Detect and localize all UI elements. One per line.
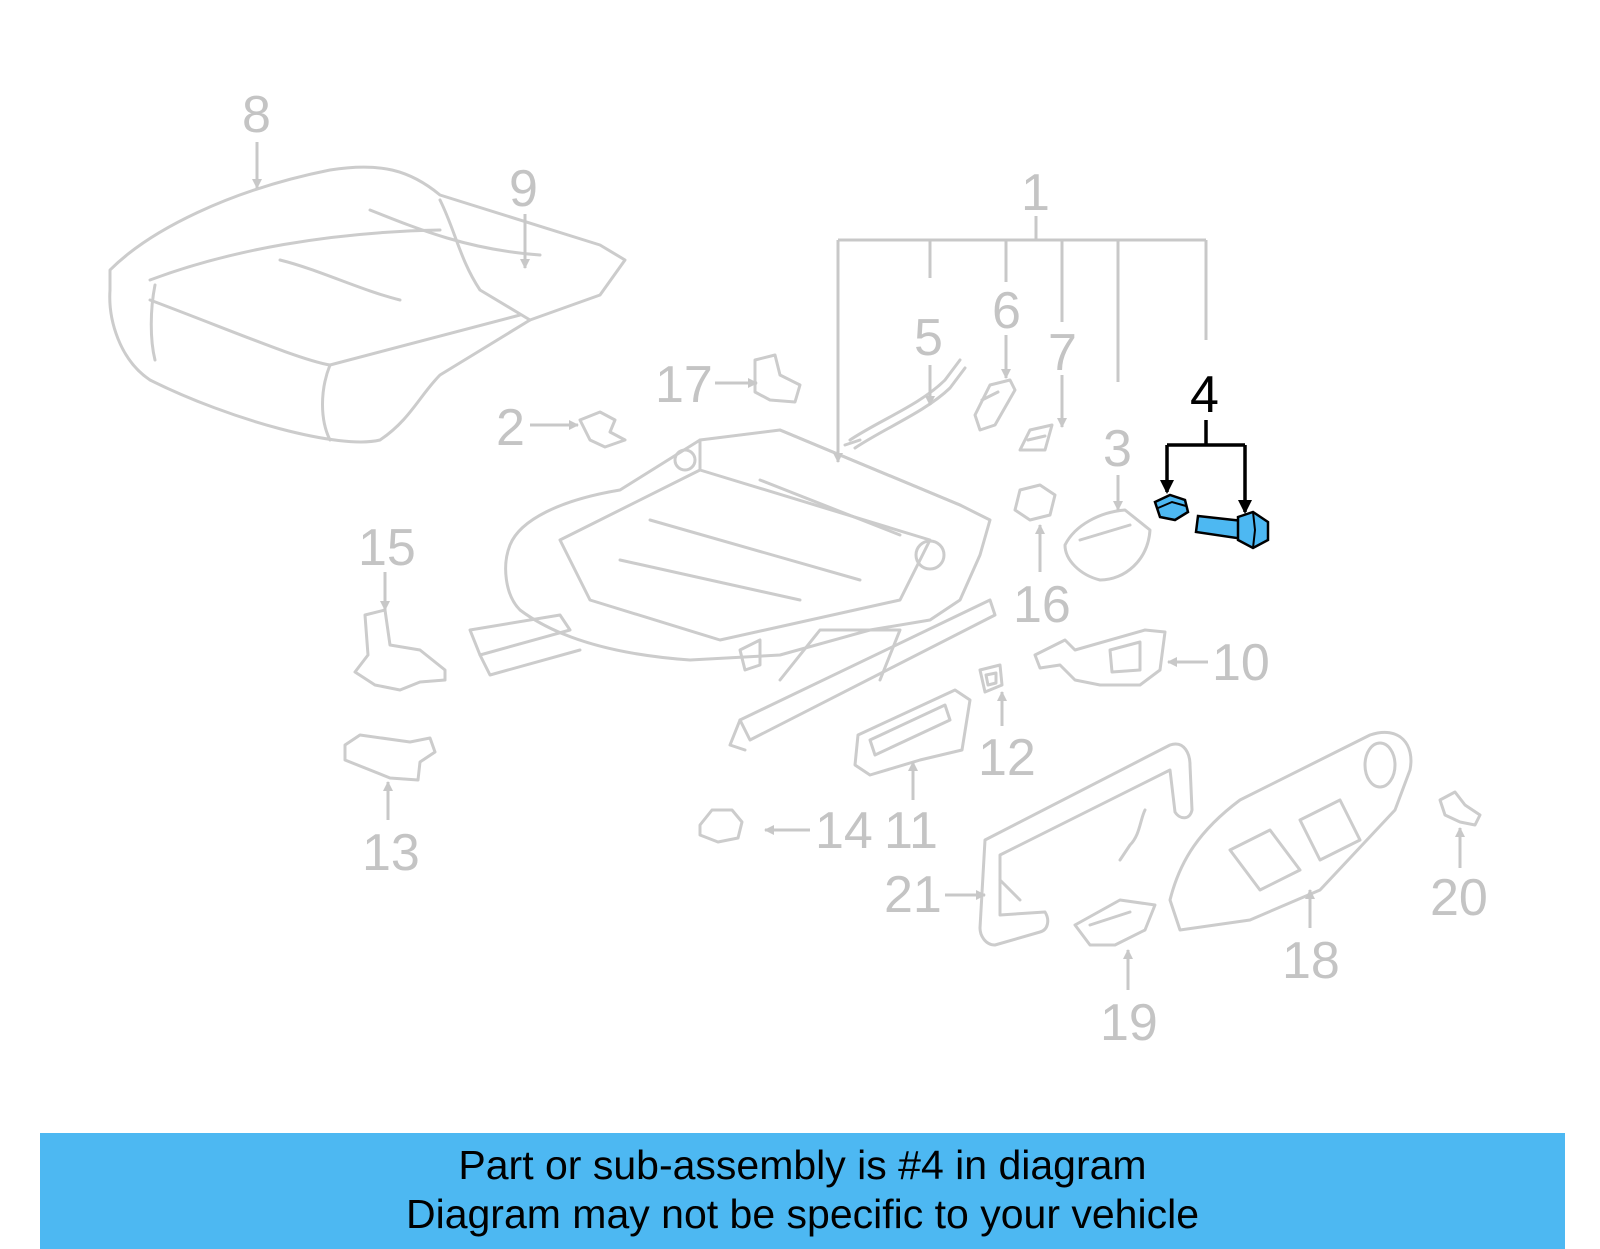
part-3 [1063, 508, 1152, 582]
part-21 [978, 742, 1194, 947]
callout-6: 6 [992, 282, 1021, 340]
part-6 [973, 378, 1017, 432]
callout-12: 12 [978, 729, 1036, 787]
callout-15: 15 [358, 519, 416, 577]
callout-2: 2 [496, 399, 525, 457]
part-4-leader [1160, 420, 1252, 514]
callout-7: 7 [1048, 324, 1077, 382]
part-7 [1018, 423, 1054, 452]
part-10 [1033, 628, 1167, 687]
callout-17: 17 [655, 356, 713, 414]
part-15 [353, 608, 447, 692]
seat-cushion-part [108, 165, 627, 444]
callout-13: 13 [362, 824, 420, 882]
callout-1: 1 [1021, 164, 1050, 222]
nut-icon [1153, 493, 1190, 522]
callout-18: 18 [1282, 932, 1340, 990]
callout-8: 8 [242, 86, 271, 144]
part-info-banner: Part or sub-assembly is #4 in diagram Di… [40, 1133, 1565, 1249]
part-12 [978, 663, 1004, 694]
callout-19: 19 [1100, 994, 1158, 1052]
callout-9: 9 [509, 160, 538, 218]
callout-21: 21 [884, 866, 942, 924]
callout-3: 3 [1103, 420, 1132, 478]
leader-lines [252, 142, 1465, 990]
part-17 [753, 353, 802, 404]
part-2 [578, 410, 627, 449]
part-11 [853, 688, 972, 777]
part-4-bolt-and-nut[interactable] [1153, 493, 1270, 550]
callout-14: 14 [815, 802, 873, 860]
part-14 [698, 808, 744, 844]
seat-frame-part [468, 428, 997, 752]
callout-20: 20 [1430, 869, 1488, 927]
cable-part [843, 358, 967, 450]
part-18 [1168, 730, 1413, 932]
part-13 [343, 733, 437, 782]
part-16 [1013, 483, 1057, 522]
callout-10: 10 [1212, 634, 1270, 692]
part-20 [1438, 790, 1482, 827]
callout-labels: 8 9 1 5 6 7 3 4 17 2 15 16 10 12 13 14 1… [242, 86, 1488, 1052]
callout-16: 16 [1013, 576, 1071, 634]
part-19 [1073, 898, 1157, 947]
banner-line-disclaimer: Diagram may not be specific to your vehi… [405, 1191, 1199, 1237]
callout-11: 11 [884, 802, 938, 860]
callout-5: 5 [914, 309, 943, 367]
callout-4[interactable]: 4 [1190, 366, 1219, 424]
banner-line-part-number: Part or sub-assembly is #4 in diagram [458, 1142, 1147, 1188]
bolt-icon [1194, 510, 1270, 550]
